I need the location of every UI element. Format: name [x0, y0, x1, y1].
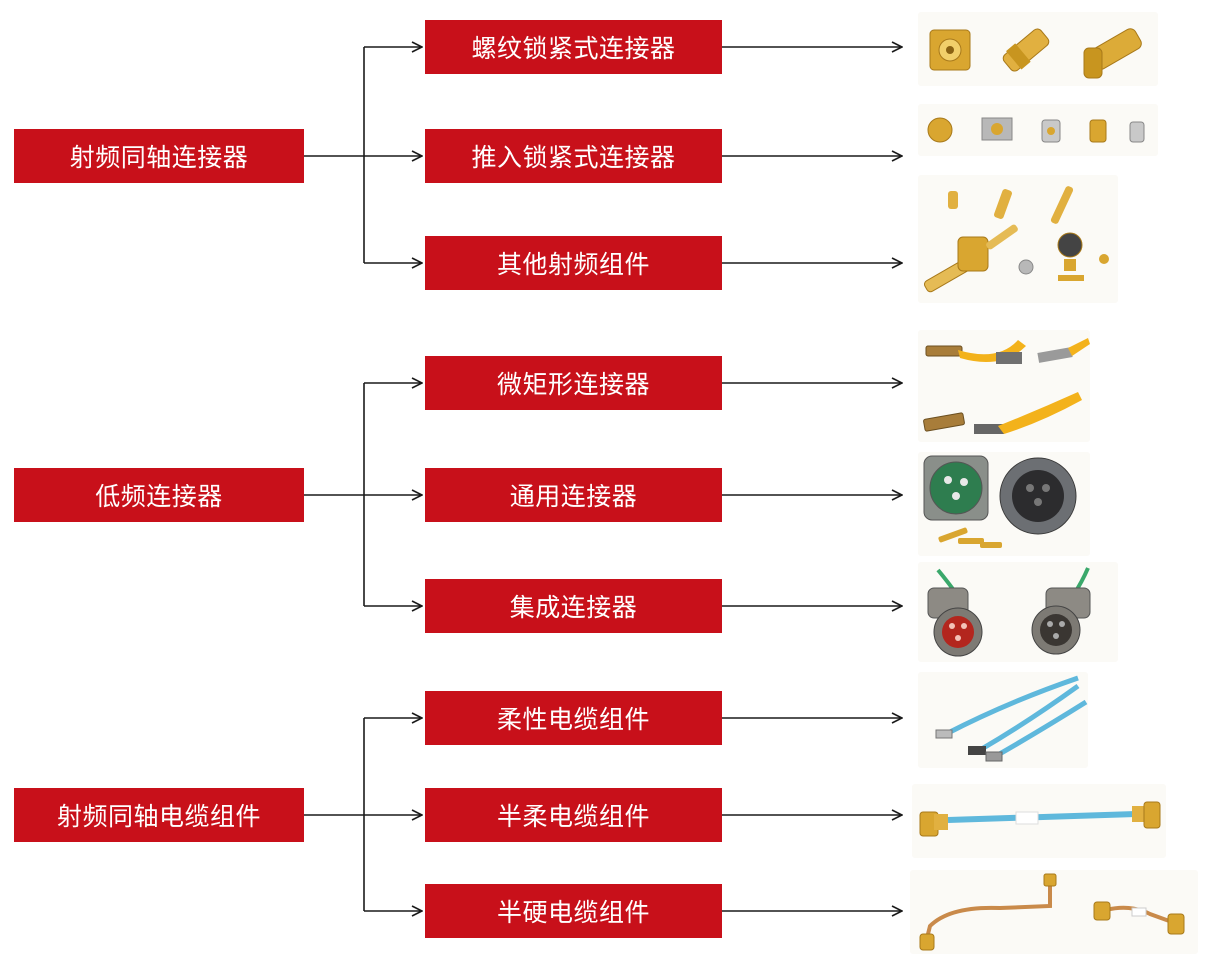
subcategory-label: 半柔电缆组件 — [496, 802, 650, 831]
subcategory-label: 其他射频组件 — [496, 250, 650, 279]
subcategory-label: 螺纹锁紧式连接器 — [471, 34, 676, 63]
subcategory-box-flexible-cable: 柔性电缆组件 — [425, 691, 722, 745]
category-box-rf-coaxial-connector: 射频同轴连接器 — [14, 129, 304, 183]
subcategory-label: 半硬电缆组件 — [496, 898, 650, 927]
subcategory-box-micro-rectangular: 微矩形连接器 — [425, 356, 722, 410]
subcategory-box-threaded-lock: 螺纹锁紧式连接器 — [425, 20, 722, 74]
subcategory-label: 微矩形连接器 — [496, 370, 650, 399]
subcategory-box-general: 通用连接器 — [425, 468, 722, 522]
subcategory-box-semi-flexible-cable: 半柔电缆组件 — [425, 788, 722, 842]
subcategory-label: 柔性电缆组件 — [496, 705, 650, 734]
subcategory-box-integrated: 集成连接器 — [425, 579, 722, 633]
subcategory-box-other-rf: 其他射频组件 — [425, 236, 722, 290]
category-box-low-frequency-connector: 低频连接器 — [14, 468, 304, 522]
category-label: 低频连接器 — [95, 482, 223, 511]
circular-connectors-photo — [918, 452, 1090, 556]
category-box-rf-coaxial-cable-assembly: 射频同轴电缆组件 — [14, 788, 304, 842]
semi-flexible-cable-photo — [912, 784, 1166, 858]
category-label: 射频同轴连接器 — [69, 143, 249, 172]
subcategory-label: 推入锁紧式连接器 — [471, 143, 676, 172]
integrated-connectors-photo — [918, 562, 1118, 662]
category-label: 射频同轴电缆组件 — [56, 802, 261, 831]
subcategory-label: 集成连接器 — [509, 593, 638, 622]
semi-rigid-cable-photo — [910, 870, 1198, 954]
micro-rectangular-connectors-photo — [918, 330, 1090, 442]
subcategory-box-push-on-lock: 推入锁紧式连接器 — [425, 129, 722, 183]
rf-components-photo — [918, 175, 1118, 303]
subcategory-label: 通用连接器 — [509, 482, 638, 511]
subcategory-box-semi-rigid-cable: 半硬电缆组件 — [425, 884, 722, 938]
push-on-connectors-photo — [918, 104, 1158, 156]
sma-gold-connectors-photo — [918, 12, 1158, 86]
flexible-cable-photo — [918, 672, 1088, 768]
